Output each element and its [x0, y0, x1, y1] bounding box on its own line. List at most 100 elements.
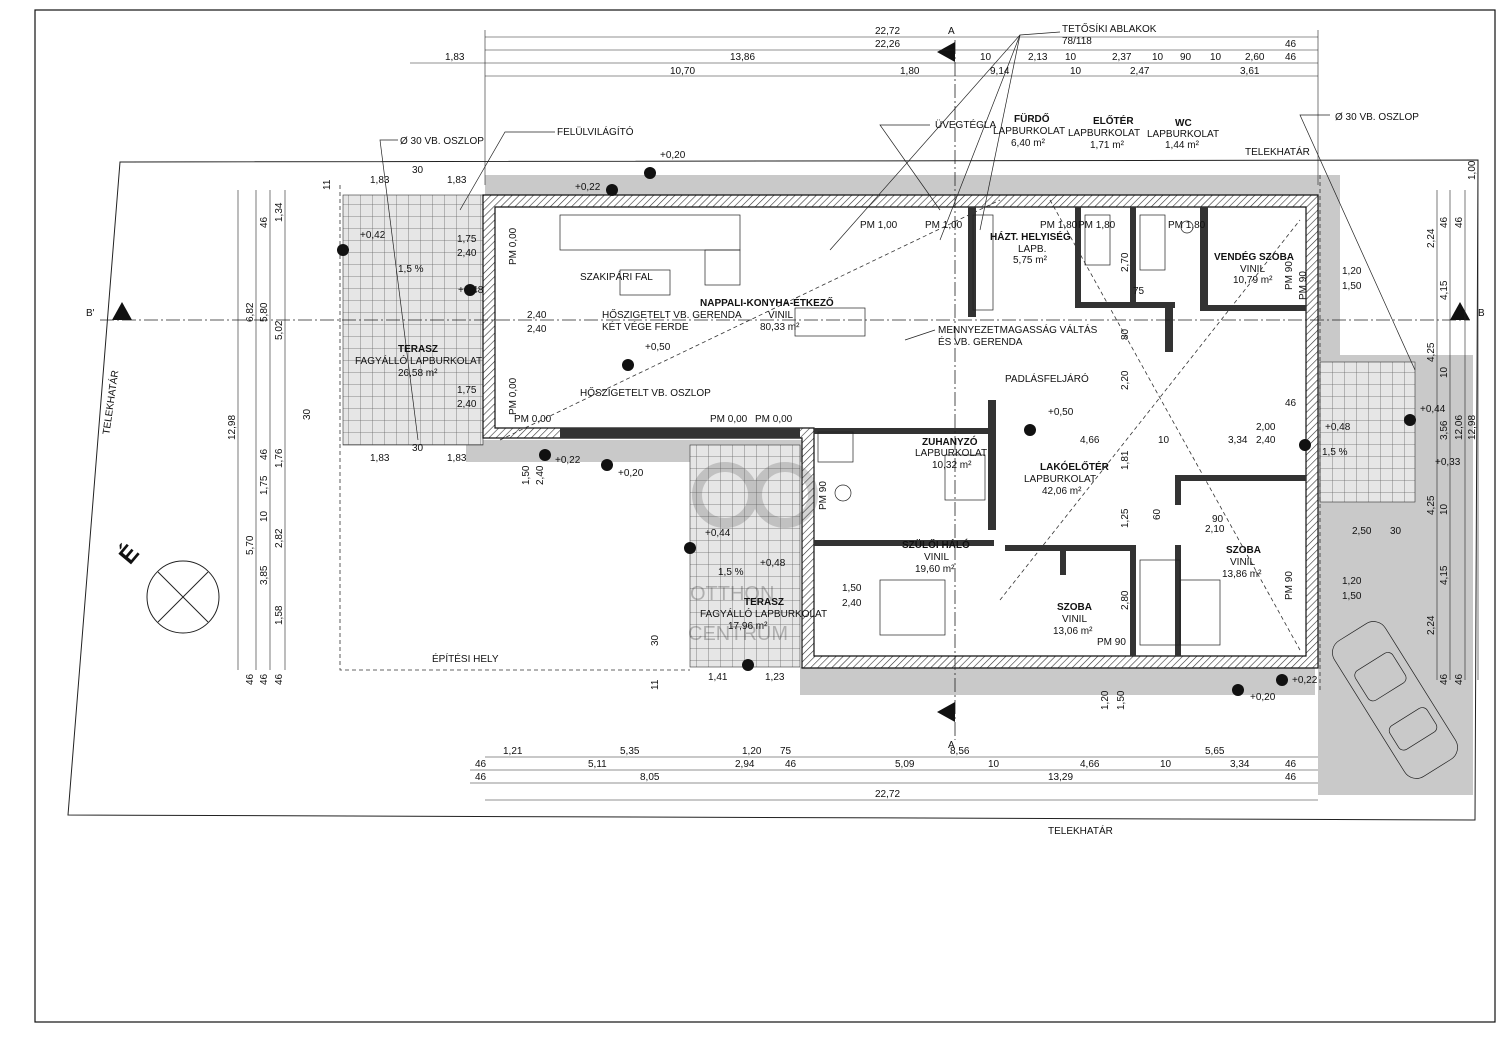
room-living-kitchen: NAPPALI-KONYHA-ÉTKEZŐ VINIL 80,33 m² — [700, 296, 834, 333]
svg-text:FÜRDŐ: FÜRDŐ — [1014, 112, 1050, 125]
building-site-outline — [339, 185, 690, 671]
section-a-bottom-label: A — [948, 740, 955, 751]
room-bedroom-east: SZOBA VINIL 13,86 m² — [1222, 545, 1262, 580]
svg-text:5,80: 5,80 — [259, 302, 270, 322]
svg-text:2,24: 2,24 — [1426, 615, 1437, 635]
dimension-value: 10 — [1210, 52, 1222, 63]
svg-text:2,70: 2,70 — [1120, 252, 1131, 272]
dimension-value: 10 — [980, 52, 992, 63]
svg-text:2,00: 2,00 — [1256, 422, 1276, 433]
svg-text:2,40: 2,40 — [527, 310, 547, 321]
level-marker: +0,48 — [458, 285, 484, 296]
dimension-value: 5,09 — [895, 759, 915, 770]
dimension-value: 2,60 — [1245, 52, 1265, 63]
parapet-label: PM 1,80 — [1040, 220, 1078, 231]
svg-text:2,40: 2,40 — [457, 248, 477, 259]
svg-text:HÁZT. HELYISÉG: HÁZT. HELYISÉG — [990, 230, 1071, 243]
svg-text:46: 46 — [1285, 398, 1297, 409]
svg-text:2,80: 2,80 — [1120, 590, 1131, 610]
svg-text:CENTRUM: CENTRUM — [688, 623, 788, 645]
svg-text:OTTHON: OTTHON — [690, 583, 774, 605]
dimension-value: 46 — [1285, 52, 1297, 63]
dimension-value: 10 — [1070, 66, 1082, 77]
section-a-top-label: A — [948, 26, 955, 37]
section-b-right-label: B — [1478, 308, 1485, 319]
plot-boundary — [67, 159, 1479, 821]
parapet-label: PM 90 — [1298, 271, 1309, 300]
room-utility: HÁZT. HELYISÉG LAPB. 5,75 m² — [990, 230, 1071, 266]
svg-text:LAKÓELŐTÉR: LAKÓELŐTÉR — [1040, 460, 1110, 473]
svg-text:5,70: 5,70 — [245, 535, 256, 555]
insulated-beam-label-2: KÉT VÉGE FERDE — [602, 320, 689, 333]
attic-access-label: PADLÁSFELJÁRÓ — [1005, 372, 1089, 385]
axis-diagonal-2 — [999, 219, 1301, 601]
glass-brick-label: ÜVEGTÉGLA — [935, 118, 996, 131]
svg-text:WC: WC — [1175, 118, 1192, 129]
svg-text:60: 60 — [1152, 508, 1163, 520]
svg-text:2,82: 2,82 — [274, 528, 285, 548]
parapet-label: PM 90 — [1097, 637, 1126, 648]
svg-text:1,75: 1,75 — [457, 234, 477, 245]
level-marker: +0,48 — [1325, 422, 1351, 433]
svg-text:6,82: 6,82 — [245, 302, 256, 322]
parapet-label: PM 90 — [1284, 261, 1295, 290]
dimension-value: 10,70 — [670, 66, 695, 77]
svg-text:46: 46 — [1454, 216, 1465, 228]
svg-text:LAPB.: LAPB. — [1018, 244, 1046, 255]
dimension-value: 46 — [785, 759, 797, 770]
svg-text:3,56: 3,56 — [1439, 420, 1450, 440]
level-marker: +0,20 — [618, 468, 644, 479]
svg-text:11: 11 — [650, 679, 661, 690]
parapet-label: PM 0,00 — [755, 414, 793, 425]
svg-text:FAGYÁLLÓ LAPBURKOLAT: FAGYÁLLÓ LAPBURKOLAT — [700, 607, 827, 620]
svg-text:LAPBURKOLAT: LAPBURKOLAT — [993, 126, 1065, 137]
svg-text:1,71 m²: 1,71 m² — [1090, 140, 1125, 151]
masonry-wall-label: SZAKIPÁRI FAL — [580, 270, 653, 283]
skylight-label: FELÜLVILÁGÍTÓ — [557, 125, 634, 138]
parapet-label: PM 1,00 — [860, 220, 898, 231]
insulated-column-label: HŐSZIGETELT VB. OSZLOP — [580, 385, 711, 399]
dimension-value: 5,35 — [620, 746, 640, 757]
svg-text:1,83: 1,83 — [370, 453, 390, 464]
section-arrow-a-bottom — [937, 702, 955, 722]
svg-text:2,10: 2,10 — [1205, 524, 1225, 535]
level-marker: +0,42 — [360, 230, 386, 241]
dimension-value: 22,26 — [875, 39, 900, 50]
room-hall: ELŐTÉR LAPBURKOLAT 1,71 m² — [1068, 114, 1140, 151]
car-symbol — [1332, 621, 1458, 779]
room-wc: WC LAPBURKOLAT 1,44 m² — [1147, 118, 1219, 151]
right-dimension-lines — [1436, 160, 1479, 680]
dimension-value: 13,29 — [1048, 772, 1073, 783]
svg-text:6,40 m²: 6,40 m² — [1011, 138, 1046, 149]
svg-text:NAPPALI-KONYHA-ÉTKEZŐ: NAPPALI-KONYHA-ÉTKEZŐ — [700, 296, 834, 309]
svg-text:30: 30 — [412, 443, 424, 454]
svg-text:75: 75 — [1133, 286, 1145, 297]
level-marker: +0,22 — [555, 455, 581, 466]
svg-text:10: 10 — [259, 510, 270, 522]
slope-label: 1,5 % — [1322, 447, 1348, 458]
dimension-value: 90 — [1180, 52, 1192, 63]
svg-text:VINIL: VINIL — [924, 552, 949, 563]
svg-text:2,20: 2,20 — [1120, 370, 1131, 390]
svg-text:1,58: 1,58 — [274, 605, 285, 625]
room-terrace-south: TERASZ FAGYÁLLÓ LAPBURKOLAT 17,96 m² — [700, 597, 827, 632]
dimension-value: 10 — [1065, 52, 1077, 63]
parapet-label: PM 0,00 — [710, 414, 748, 425]
svg-text:4,66: 4,66 — [1080, 435, 1100, 446]
svg-text:1,20: 1,20 — [1342, 266, 1362, 277]
svg-text:VINIL: VINIL — [768, 310, 793, 321]
svg-text:46: 46 — [259, 673, 270, 685]
insulated-beam-label: HŐSZIGETELT VB. GERENDA — [602, 307, 742, 321]
svg-text:10: 10 — [1158, 435, 1170, 446]
svg-text:4,25: 4,25 — [1426, 342, 1437, 362]
svg-text:TERASZ: TERASZ — [398, 344, 438, 355]
svg-text:1,20: 1,20 — [1342, 576, 1362, 587]
svg-text:2,40: 2,40 — [457, 399, 477, 410]
svg-text:1,75: 1,75 — [259, 475, 270, 495]
paving-right — [1318, 175, 1340, 355]
parapet-label: PM 0,00 — [508, 377, 519, 415]
section-arrow-b-left — [112, 302, 132, 320]
room-terrace-west: TERASZ FAGYÁLLÓ LAPBURKOLAT 26,58 m² — [355, 344, 482, 379]
svg-text:1,83: 1,83 — [370, 175, 390, 186]
